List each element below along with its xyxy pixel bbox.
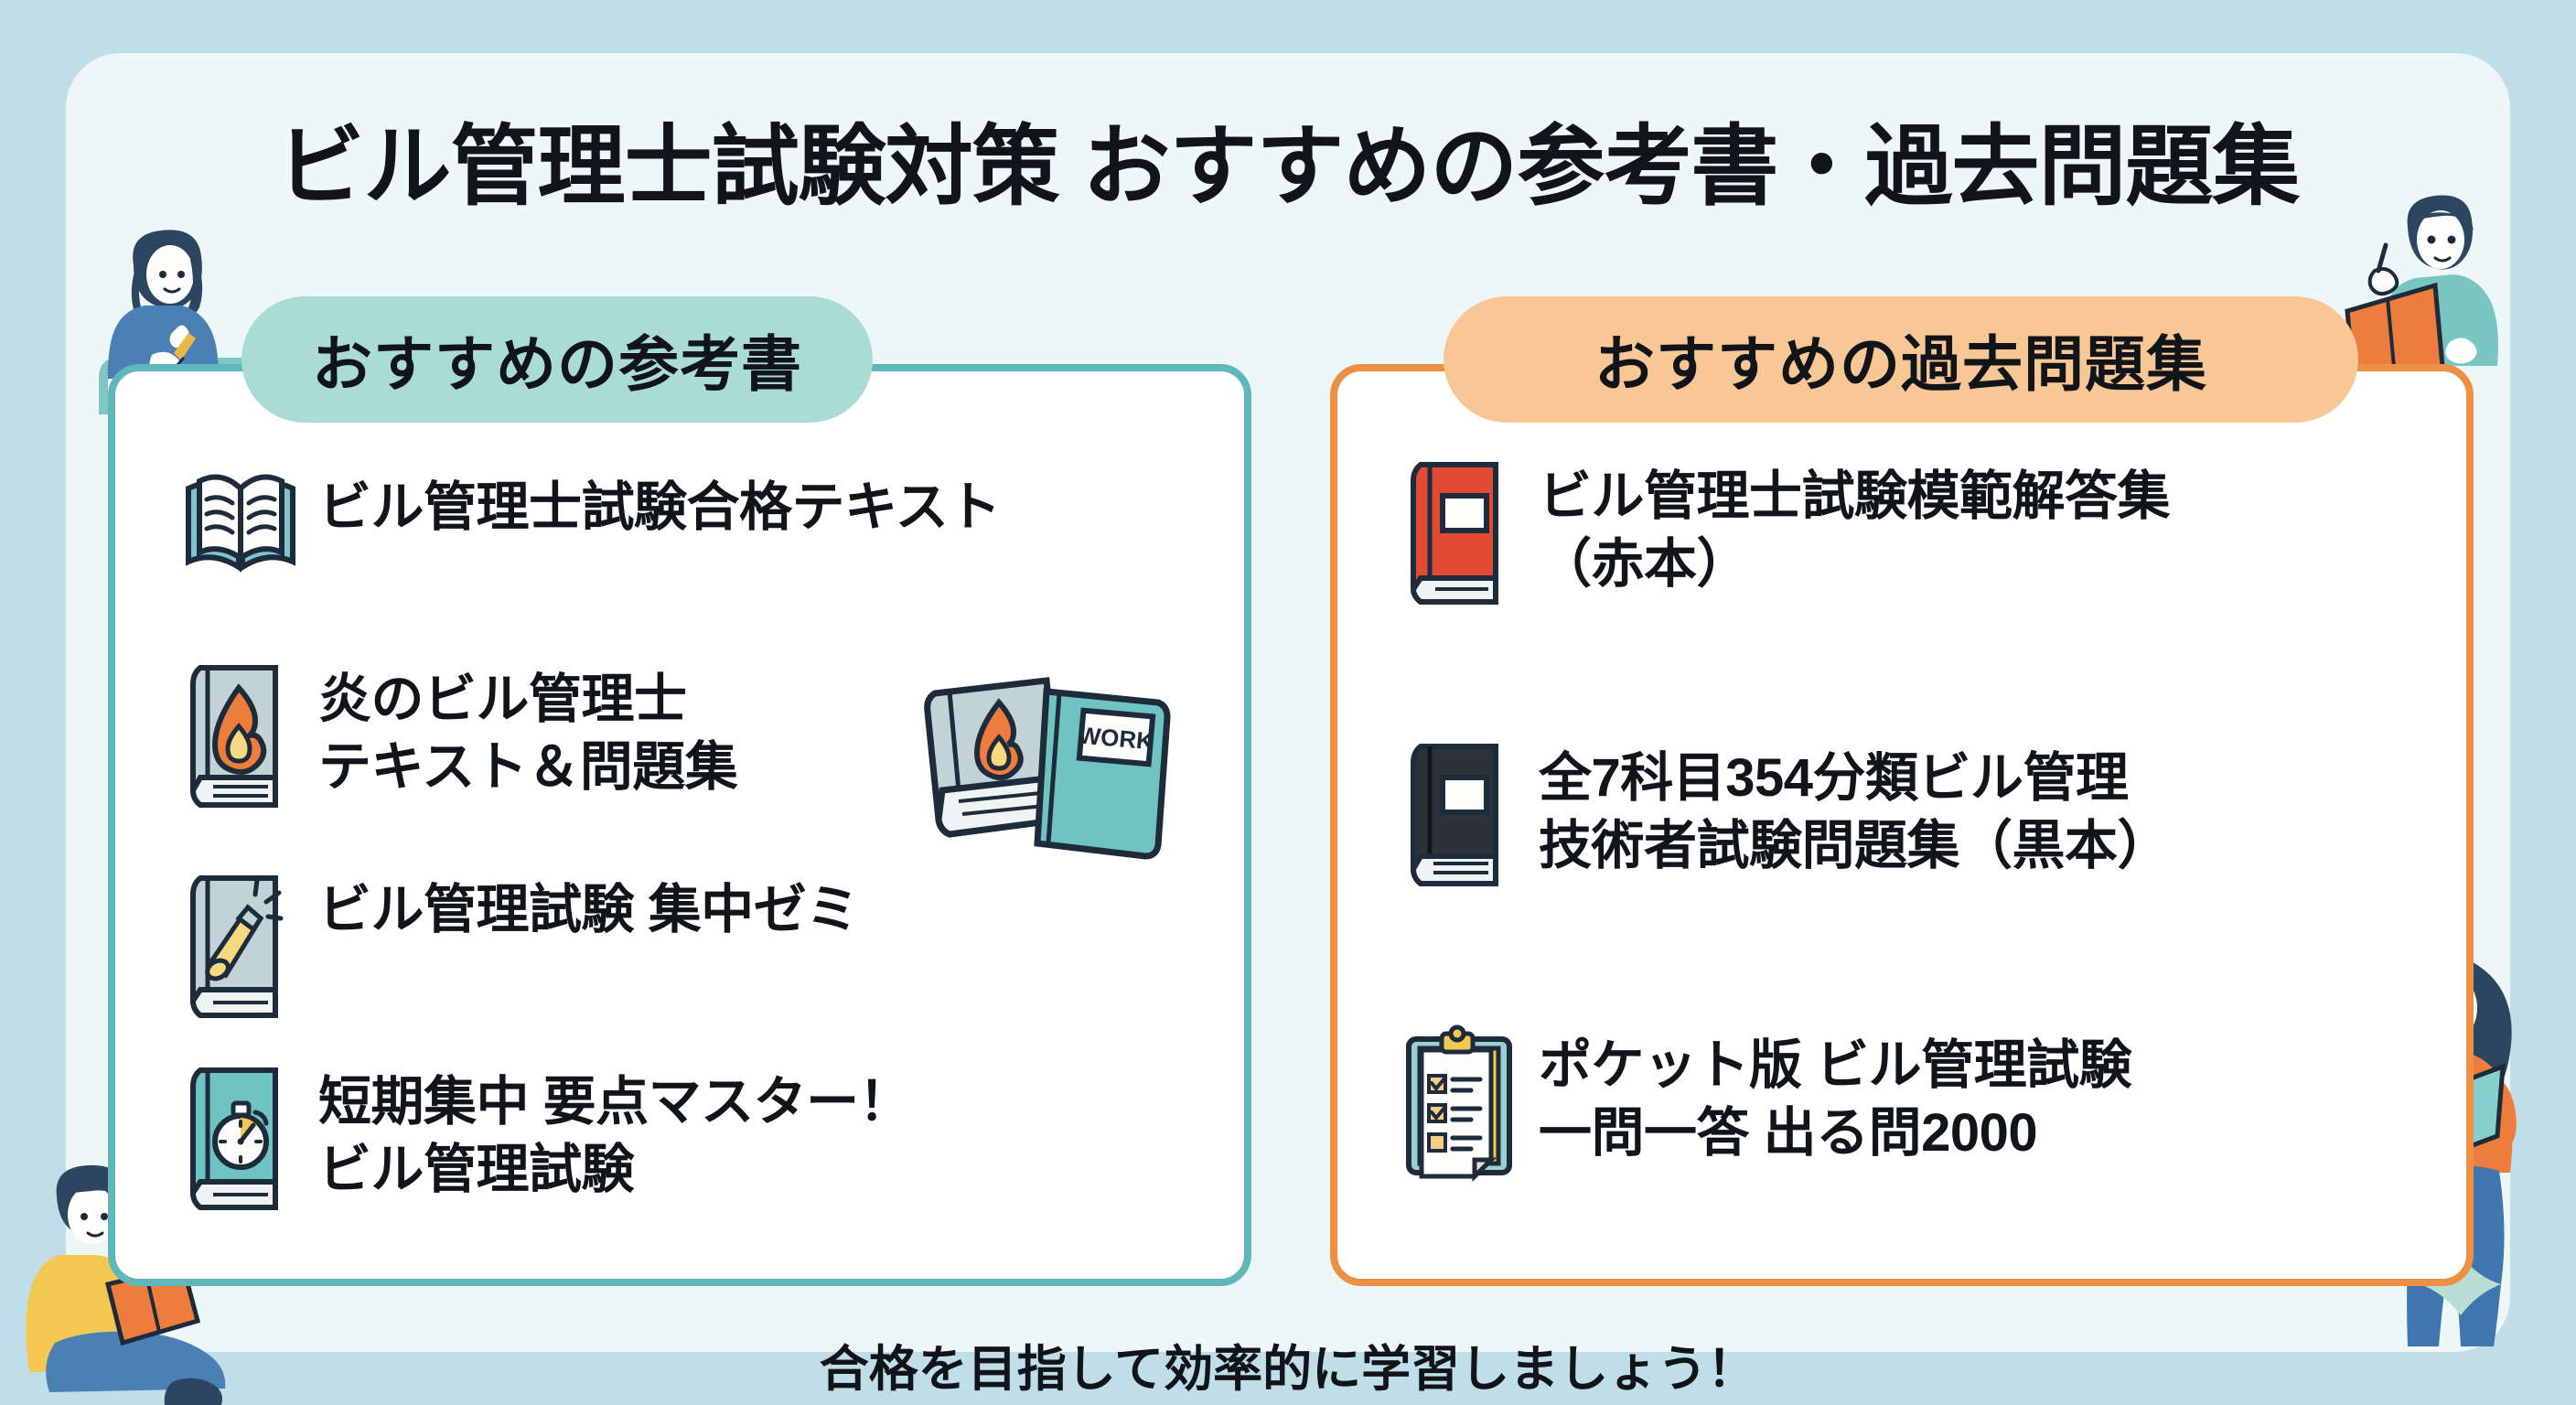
footer-message: 合格を目指して効率的に学習しましょう！ bbox=[819, 1342, 1757, 1397]
black-book-icon bbox=[1383, 739, 1539, 895]
red-book-icon bbox=[1383, 457, 1539, 613]
list-item-line1: ビル管理士試験合格テキスト bbox=[318, 477, 1001, 537]
list-item-line1: 炎のビル管理士 bbox=[318, 670, 687, 729]
stopwatch-book-icon bbox=[163, 1063, 318, 1218]
list-item-text: ビル管理士試験模範解答集 （赤本） bbox=[1539, 457, 2171, 598]
list-item-line1: ポケット版 ビル管理試験 bbox=[1539, 1035, 2132, 1095]
list-item-line2: 技術者試験問題集（黒本） bbox=[1539, 816, 2171, 876]
list-item-text: 炎のビル管理士 テキスト＆問題集 bbox=[318, 660, 738, 801]
open-book-icon bbox=[163, 468, 318, 578]
flame-book-icon bbox=[163, 660, 318, 816]
list-item-line1: ビル管理士試験模範解答集 bbox=[1539, 467, 2171, 526]
illustration-man-reading-pointing bbox=[2345, 183, 2576, 412]
list-item-text: ビル管理試験 集中ゼミ bbox=[318, 871, 859, 944]
list-item-line2: （赤本） bbox=[1539, 534, 1750, 595]
decorative-flame-and-work-books: WORK bbox=[922, 677, 1197, 880]
list-item-line2: ビル管理試験 bbox=[318, 1140, 635, 1200]
list-item-line1: 全7科目354分類ビル管理 bbox=[1539, 748, 2129, 808]
list-item[interactable]: ビル管理試験 集中ゼミ bbox=[163, 871, 859, 1026]
list-item-text: ビル管理士試験合格テキスト bbox=[318, 468, 1001, 542]
list-item[interactable]: 短期集中 要点マスター！ ビル管理試験 bbox=[163, 1063, 912, 1218]
list-item[interactable]: ポケット版 ビル管理試験 一問一答 出る問2000 bbox=[1383, 1024, 2132, 1183]
right-card-heading: おすすめの過去問題集 bbox=[1444, 296, 2358, 423]
clipboard-checklist-icon bbox=[1383, 1024, 1539, 1183]
list-item-text: 全7科目354分類ビル管理 技術者試験問題集（黒本） bbox=[1539, 739, 2171, 880]
list-item-text: 短期集中 要点マスター！ ビル管理試験 bbox=[318, 1063, 912, 1204]
list-item[interactable]: ビル管理士試験合格テキスト bbox=[163, 468, 1001, 578]
list-item[interactable]: 炎のビル管理士 テキスト＆問題集 bbox=[163, 660, 738, 816]
list-item[interactable]: ビル管理士試験模範解答集 （赤本） bbox=[1383, 457, 2171, 613]
list-item-line2: テキスト＆問題集 bbox=[318, 737, 738, 798]
illustration-man-sitting-reading bbox=[0, 1089, 274, 1405]
work-book-label: WORK bbox=[1078, 721, 1155, 755]
list-item-line2: 一問一答 出る問2000 bbox=[1539, 1103, 2038, 1164]
page-title: ビル管理士試験対策 おすすめの参考書・過去問題集 bbox=[276, 118, 2301, 216]
list-item-line1: ビル管理試験 集中ゼミ bbox=[318, 880, 859, 939]
list-item-text: ポケット版 ビル管理試験 一問一答 出る問2000 bbox=[1539, 1026, 2132, 1167]
left-card-heading: おすすめの参考書 bbox=[242, 296, 873, 423]
list-item[interactable]: 全7科目354分類ビル管理 技術者試験問題集（黒本） bbox=[1383, 739, 2171, 895]
list-item-line1: 短期集中 要点マスター！ bbox=[318, 1072, 912, 1132]
flashlight-book-icon bbox=[163, 871, 318, 1026]
